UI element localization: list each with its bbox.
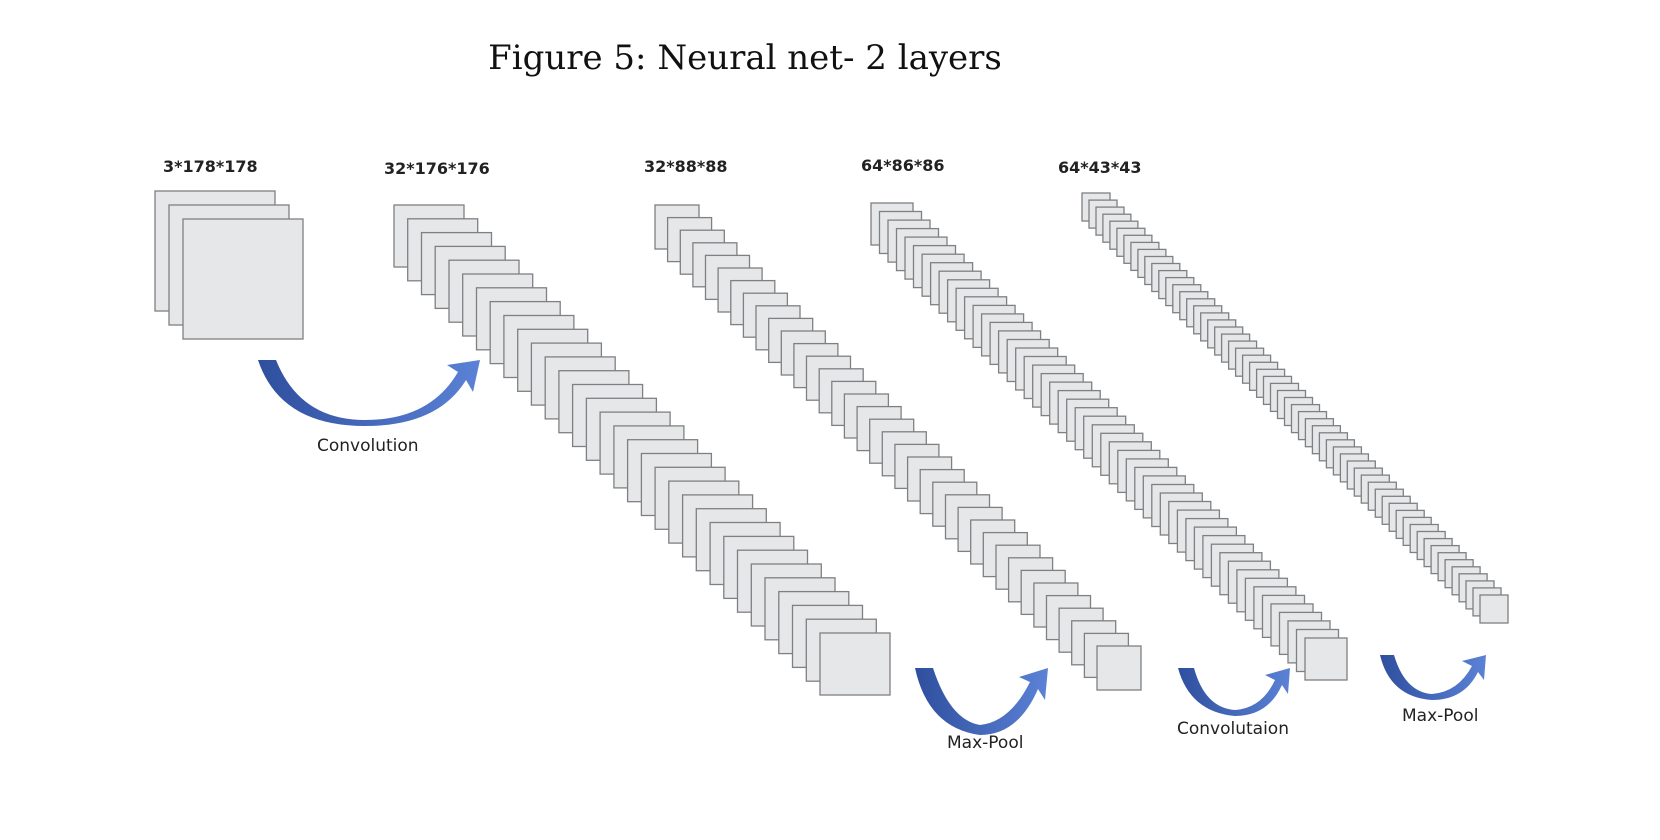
layer-label-pool2: 64*43*43 <box>1058 158 1142 177</box>
layer-label-conv1: 32*176*176 <box>384 159 490 178</box>
feature-map <box>182 218 304 340</box>
feature-map-stack-conv1 <box>393 204 891 696</box>
layer-label-pool1: 32*88*88 <box>644 157 728 176</box>
layer-label-conv2: 64*86*86 <box>861 156 945 175</box>
max-pool-arrow-1 <box>915 668 1048 735</box>
feature-map <box>1096 645 1142 691</box>
op-label-convolution: Convolution <box>317 436 419 456</box>
feature-map <box>819 632 891 696</box>
op-label-convolutaion: Convolutaion <box>1177 719 1289 739</box>
convolution-arrow-2 <box>1178 668 1290 716</box>
feature-map <box>1304 637 1348 681</box>
convolution-arrow-1 <box>258 360 480 426</box>
feature-map <box>1479 594 1509 624</box>
layer-label-input: 3*178*178 <box>163 157 258 176</box>
op-label-max-pool-1: Max-Pool <box>947 733 1023 753</box>
feature-map-stack-pool1 <box>654 204 1142 691</box>
feature-map-stack-pool2 <box>1081 192 1509 624</box>
max-pool-arrow-2 <box>1380 655 1486 700</box>
op-label-max-pool-2: Max-Pool <box>1402 706 1478 726</box>
feature-map-stack-input <box>154 190 304 340</box>
feature-map-stack-conv2 <box>870 202 1348 681</box>
figure-caption: Figure 5: Neural net- 2 layers <box>488 38 1002 78</box>
